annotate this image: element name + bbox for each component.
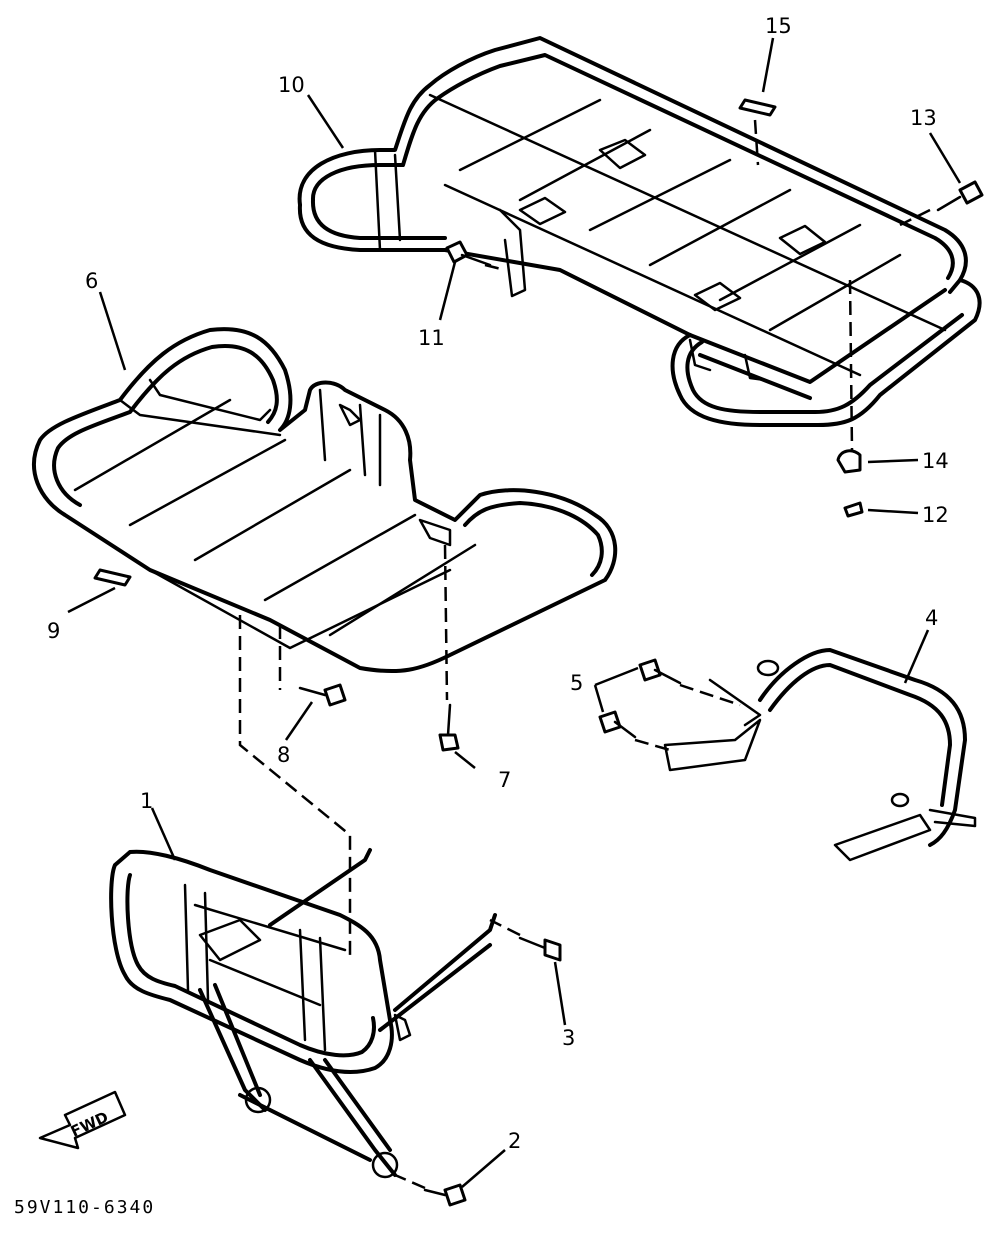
fwd-label: FWD (68, 1108, 111, 1141)
front-guard (109, 848, 497, 1179)
callout-15: 15 (765, 14, 792, 38)
callout-9: 9 (47, 619, 60, 643)
callout-10: 10 (278, 73, 305, 97)
callout-2: 2 (508, 1129, 521, 1153)
callout-12: 12 (922, 503, 949, 527)
callout-5: 5 (570, 671, 583, 695)
leader-lines (67, 37, 962, 1188)
callout-1: 1 (140, 789, 153, 813)
callout-4: 4 (925, 606, 938, 630)
callout-14: 14 (922, 449, 949, 473)
callout-13: 13 (910, 106, 937, 130)
rear-carrier (297, 36, 982, 427)
forward-direction-arrow: FWD (38, 1090, 127, 1150)
callout-8: 8 (277, 743, 290, 767)
callout-11: 11 (418, 326, 445, 350)
diagram-part-code: 59V110-6340 (14, 1197, 155, 1218)
callout-labels: 1 2 3 4 5 6 7 8 9 10 11 12 13 14 15 (47, 14, 949, 1153)
callout-7: 7 (498, 768, 511, 792)
rear-bar (663, 648, 977, 862)
front-carrier (32, 327, 618, 674)
hardware-bolts (93, 98, 984, 1207)
callout-3: 3 (562, 1026, 575, 1050)
callout-6: 6 (85, 269, 98, 293)
assembly-lines (238, 119, 931, 1190)
